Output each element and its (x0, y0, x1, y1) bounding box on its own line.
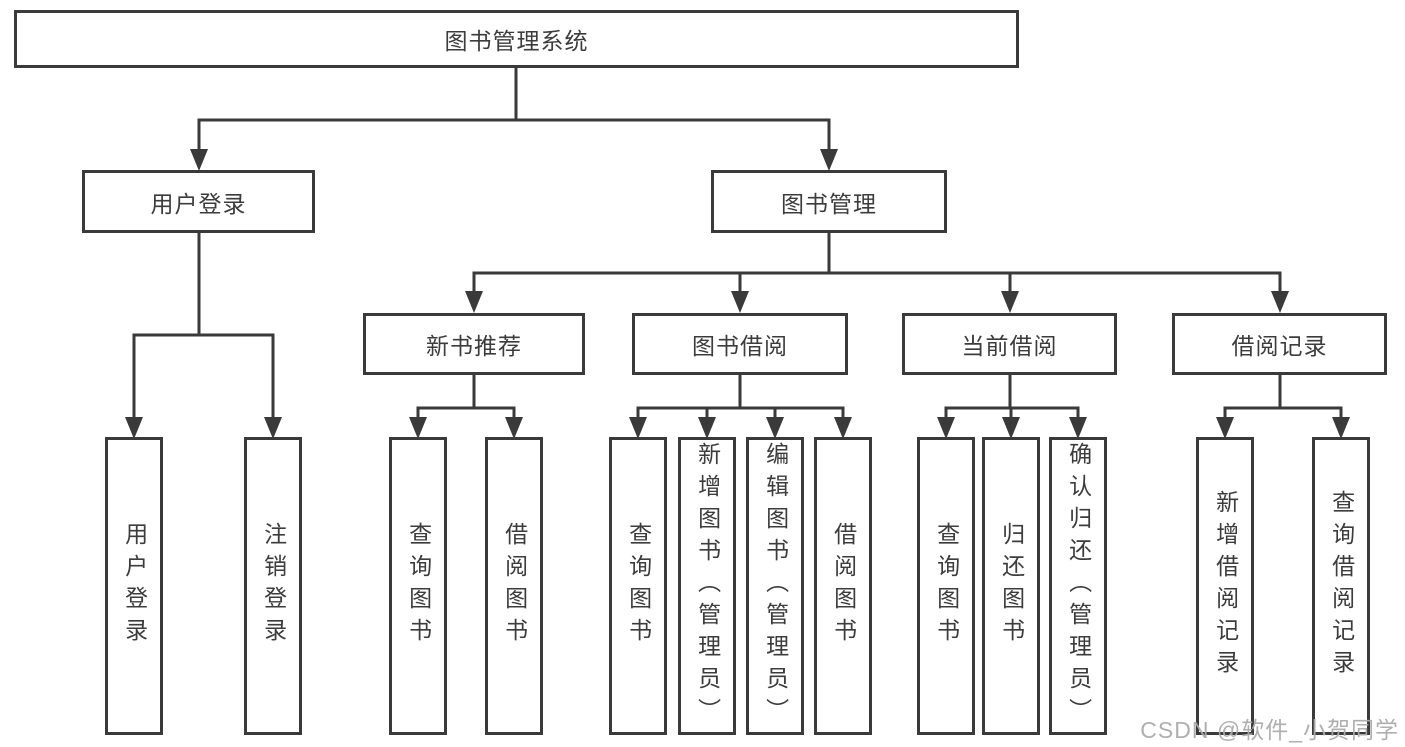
leaf-add-book-admin: 新增图书（管理员） (678, 437, 736, 735)
node-new-book-recommend: 新书推荐 (363, 313, 585, 375)
node-current-borrowing-label: 当前借阅 (961, 333, 1058, 359)
leaf-add-borrow-record-label: 新增借阅记录 (1212, 490, 1239, 682)
node-borrow-records-label: 借阅记录 (1231, 333, 1328, 359)
leaf-borrow-books: 借阅图书 (814, 437, 872, 735)
leaf-borrow-books-recommend: 借阅图书 (485, 437, 543, 735)
leaf-confirm-return-admin-label: 确认归还（管理员） (1065, 442, 1092, 730)
node-book-borrowing: 图书借阅 (632, 313, 848, 375)
node-user-login: 用户登录 (82, 170, 315, 233)
leaf-add-borrow-record: 新增借阅记录 (1196, 437, 1254, 735)
leaf-add-book-admin-label: 新增图书（管理员） (694, 442, 721, 730)
leaf-logout: 注销登录 (244, 437, 302, 735)
leaf-query-books-recommend-label: 查询图书 (405, 522, 432, 650)
leaf-query-borrow-record: 查询借阅记录 (1312, 437, 1370, 735)
leaf-query-books-recommend: 查询图书 (389, 437, 447, 735)
node-book-borrowing-label: 图书借阅 (692, 333, 788, 359)
leaf-edit-book-admin: 编辑图书（管理员） (746, 437, 804, 735)
node-current-borrowing: 当前借阅 (902, 313, 1117, 375)
leaf-query-borrow-record-label: 查询借阅记录 (1328, 490, 1355, 682)
node-borrow-records: 借阅记录 (1172, 313, 1387, 375)
leaf-return-book: 归还图书 (982, 437, 1040, 735)
node-book-management-label: 图书管理 (781, 190, 877, 217)
leaf-logout-label: 注销登录 (260, 522, 287, 650)
leaf-borrow-books-label: 借阅图书 (830, 522, 857, 650)
leaf-return-book-label: 归还图书 (998, 522, 1025, 650)
leaf-user-login-label: 用户登录 (121, 522, 148, 650)
leaf-query-books-borrowing: 查询图书 (609, 437, 667, 735)
leaf-borrow-books-recommend-label: 借阅图书 (501, 522, 528, 650)
leaf-query-books-current: 查询图书 (917, 437, 975, 735)
node-book-system-label: 图书管理系统 (444, 28, 589, 54)
node-user-login-label: 用户登录 (150, 190, 247, 217)
leaf-confirm-return-admin: 确认归还（管理员） (1049, 437, 1107, 735)
leaf-query-books-borrowing-label: 查询图书 (625, 522, 652, 650)
node-new-book-recommend-label: 新书推荐 (426, 333, 522, 359)
leaf-user-login: 用户登录 (105, 437, 163, 735)
node-book-management: 图书管理 (711, 170, 947, 233)
csdn-watermark: CSDN @软件_小贺同学 (1140, 717, 1399, 743)
leaf-query-books-current-label: 查询图书 (933, 522, 960, 650)
node-book-system: 图书管理系统 (14, 10, 1019, 68)
leaf-edit-book-admin-label: 编辑图书（管理员） (762, 442, 789, 730)
